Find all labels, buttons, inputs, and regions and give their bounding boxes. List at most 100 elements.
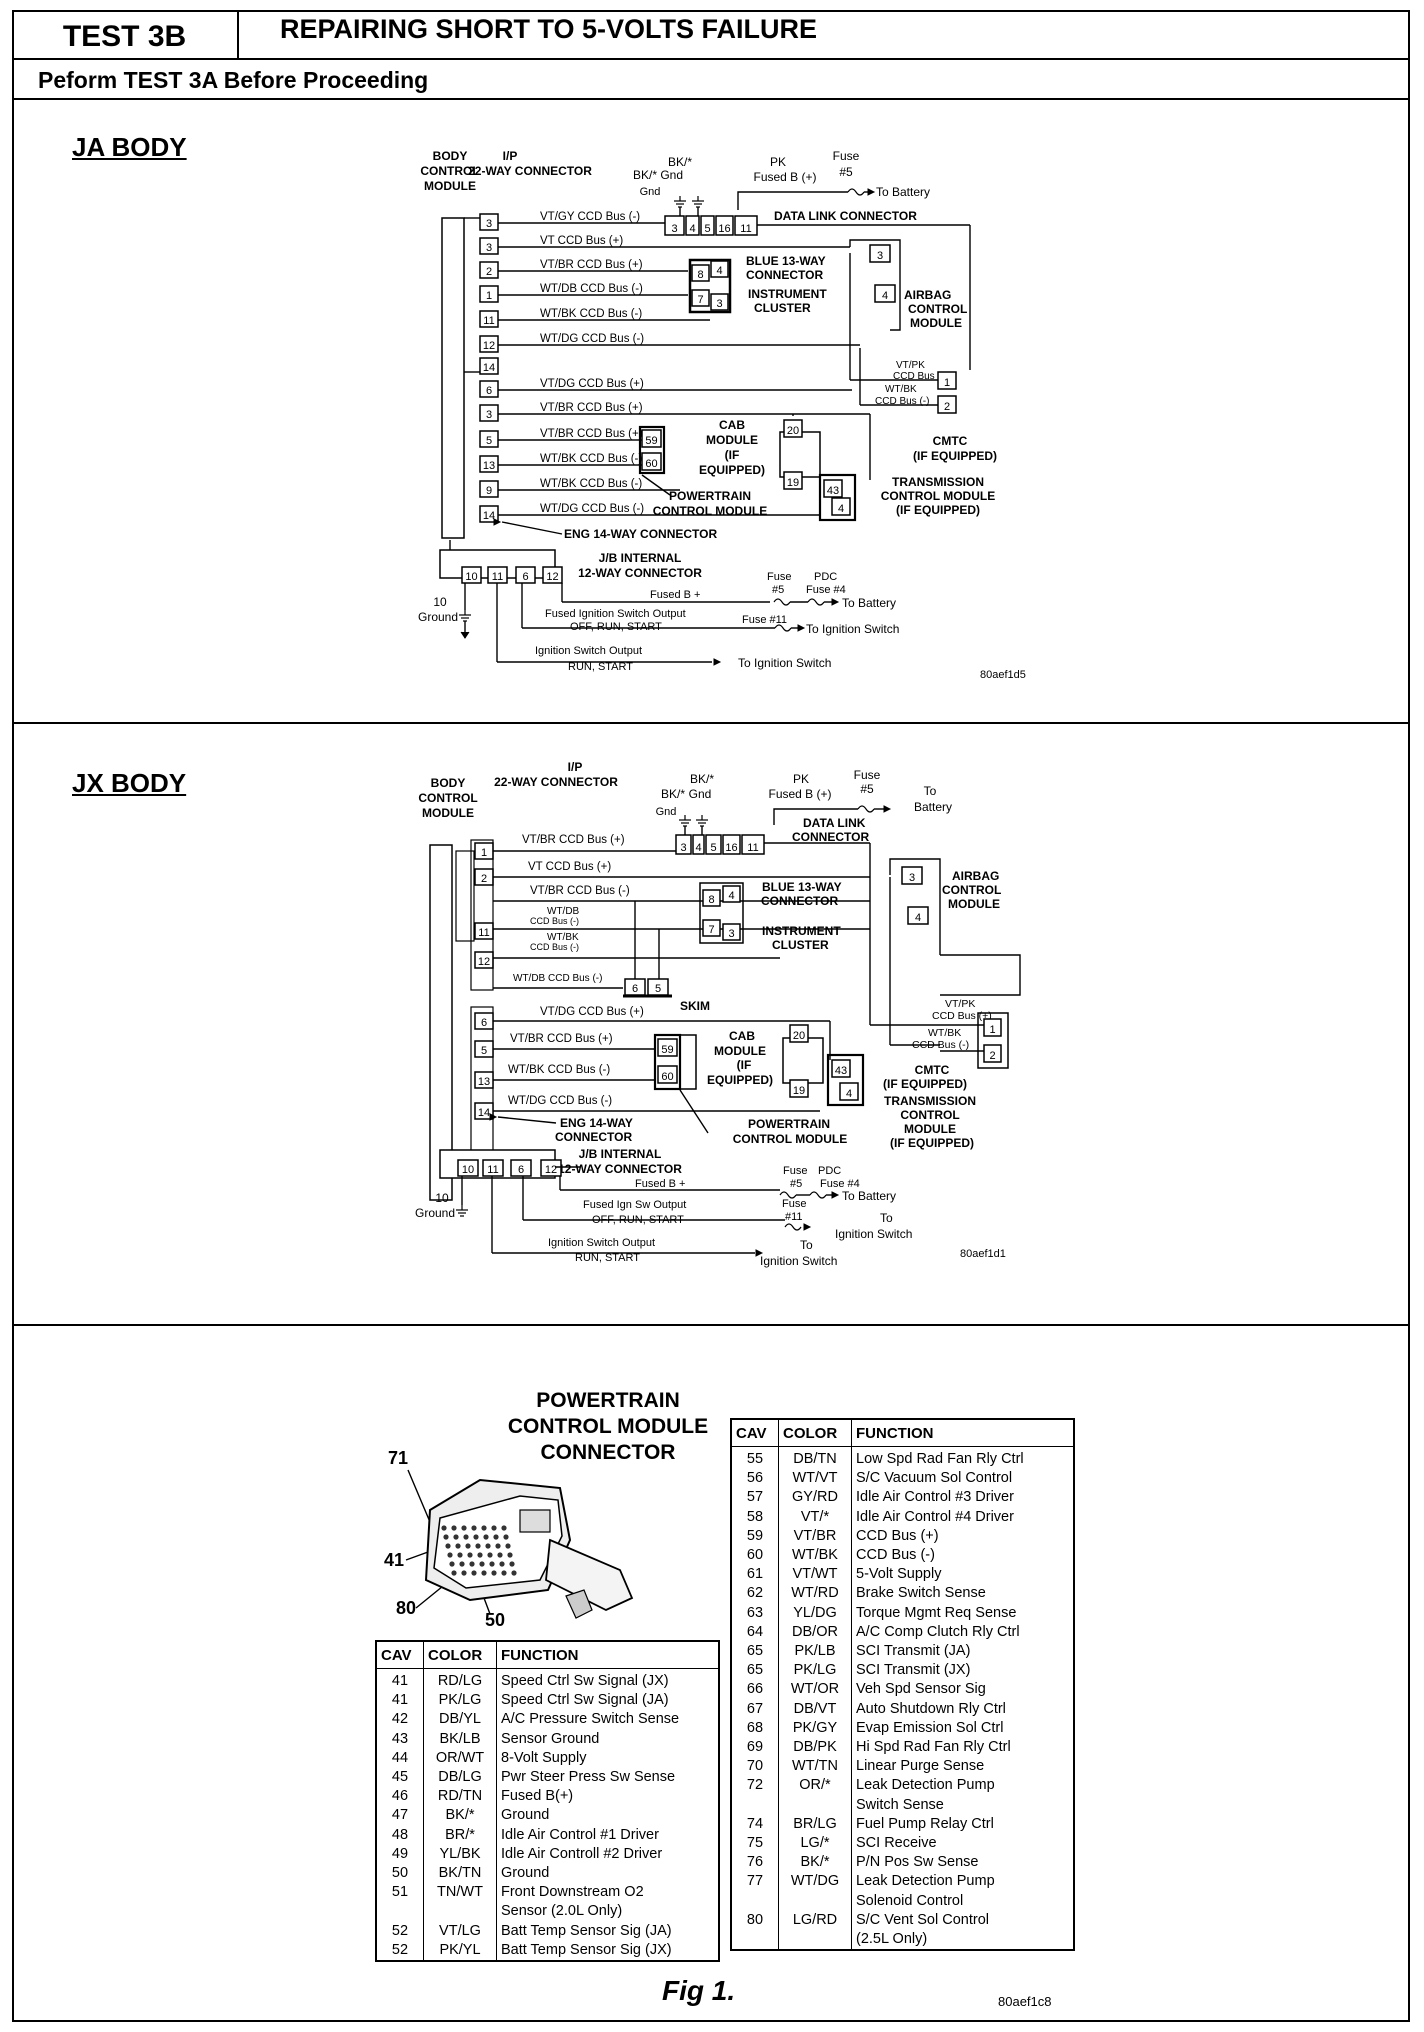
header-row: TEST 3B REPAIRING SHORT TO 5-VOLTS FAILU… — [12, 10, 1410, 60]
pin-callout: 71 — [388, 1448, 408, 1468]
pin-number: 2 — [944, 401, 950, 413]
function-cell: Sensor (2.0L Only) — [501, 1903, 623, 1920]
color-cell — [778, 1930, 852, 1951]
label: Fuse #4 — [806, 584, 846, 596]
wire — [889, 858, 941, 955]
pin-number: 19 — [793, 1085, 805, 1097]
function-cell: CCD Bus (-) — [856, 1547, 935, 1564]
connector-pin — [479, 310, 499, 328]
label: #5 — [790, 1178, 802, 1190]
function-cell: Evap Emission Sol Ctrl — [856, 1719, 1004, 1736]
label: 12-WAY CONNECTOR — [578, 566, 702, 580]
cab-body — [782, 1037, 824, 1084]
cav-cell: 68 — [731, 1718, 779, 1739]
pin-number: 7 — [708, 924, 714, 936]
function-cell: A/C Comp Clutch Rly Ctrl — [856, 1623, 1020, 1640]
label: (IF EQUIPPED) — [883, 1077, 967, 1091]
color-cell: PK/YL — [423, 1940, 497, 1962]
cav-cell: 76 — [731, 1853, 779, 1873]
function-cell: 8-Volt Supply — [501, 1749, 587, 1766]
connector-pin — [479, 261, 499, 279]
pin-number: 12 — [545, 1164, 557, 1176]
cav-cell: 72 — [731, 1776, 779, 1796]
function-cell: Low Spd Rad Fan Rly Ctrl — [856, 1451, 1024, 1467]
color-cell: OR/WT — [423, 1748, 497, 1769]
cab-body — [779, 431, 821, 478]
test-subtitle: Peform TEST 3A Before Proceeding — [12, 60, 1410, 100]
color-cell: VT/LG — [423, 1921, 497, 1941]
cab-connector-body — [679, 1034, 697, 1090]
function-cell: Hi Spd Rad Fan Rly Ctrl — [856, 1739, 1011, 1756]
label: To Battery — [842, 596, 896, 610]
cav-cell: 62 — [731, 1584, 779, 1604]
pin-cavity — [503, 1534, 509, 1540]
pin-number: 3 — [909, 872, 915, 884]
connector-title-line: POWERTRAIN — [536, 1389, 680, 1412]
cav-cell: 42 — [376, 1710, 424, 1730]
cab-connector-outline — [638, 425, 666, 475]
pin-number: 11 — [747, 842, 758, 854]
cav-cell: 52 — [376, 1921, 424, 1941]
connector-strap — [545, 1538, 634, 1611]
label: BODY — [431, 776, 466, 790]
pin-number: 6 — [522, 571, 528, 583]
tcm-outline — [818, 473, 857, 522]
pin-cavity — [491, 1570, 497, 1576]
function-cell: (2.5L Only) — [856, 1931, 928, 1948]
label: TRANSMISSION — [892, 475, 984, 489]
color-cell — [778, 1795, 852, 1815]
label: Fuse — [782, 1198, 806, 1210]
function-cell: Idle Air Control #1 Driver — [501, 1826, 659, 1843]
color-cell: TN/WT — [423, 1883, 497, 1903]
label: 10 — [435, 1191, 449, 1205]
label: CONNECTOR — [555, 1130, 632, 1144]
pin-cavity — [479, 1561, 485, 1567]
pin-cavity — [487, 1552, 493, 1558]
jb-pin — [510, 1159, 532, 1177]
label: WT/BK — [885, 384, 917, 395]
dlc-pin — [741, 834, 765, 855]
tcm-pin — [831, 1059, 851, 1078]
function-cell: Pwr Steer Press Sw Sense — [501, 1769, 676, 1786]
tcm-pin — [831, 497, 851, 516]
jb-pin — [515, 566, 536, 584]
label: Fused B + — [650, 589, 700, 601]
wire-label: VT/BR CCD Bus (-) — [530, 885, 630, 897]
pin-number: 12 — [546, 571, 558, 583]
pin-number: 14 — [478, 1107, 490, 1119]
label: I/P — [503, 149, 518, 163]
pin-number: 1 — [486, 290, 492, 302]
function-cell: Torque Mgmt Req Sense — [856, 1604, 1017, 1621]
jb-pin — [461, 566, 482, 584]
label: BK/* — [661, 787, 685, 801]
pin-cavity — [471, 1570, 477, 1576]
label: Ground — [415, 1206, 455, 1220]
color-cell: WT/TN — [778, 1757, 852, 1777]
cab-pin — [783, 471, 803, 490]
color-cell: BR/LG — [778, 1814, 852, 1835]
color-cell: LG/RD — [778, 1910, 852, 1931]
cav-cell: 59 — [731, 1526, 779, 1547]
pin-cavity — [445, 1543, 451, 1549]
label: AIRBAG — [904, 288, 951, 302]
label: Fused B + — [635, 1178, 685, 1190]
function-cell: SCI Transmit (JA) — [856, 1643, 971, 1660]
page-frame — [12, 10, 1410, 2022]
pin-cavity — [485, 1543, 491, 1549]
pin-number: 6 — [518, 1164, 524, 1176]
wire-label: VT CCD Bus (+) — [528, 861, 611, 873]
jb-pin — [482, 1159, 504, 1177]
label: ENG 14-WAY CONNECTOR — [564, 527, 717, 541]
color-cell: BR/* — [423, 1825, 497, 1845]
function-cell: Speed Ctrl Sw Signal (JA) — [501, 1692, 669, 1709]
